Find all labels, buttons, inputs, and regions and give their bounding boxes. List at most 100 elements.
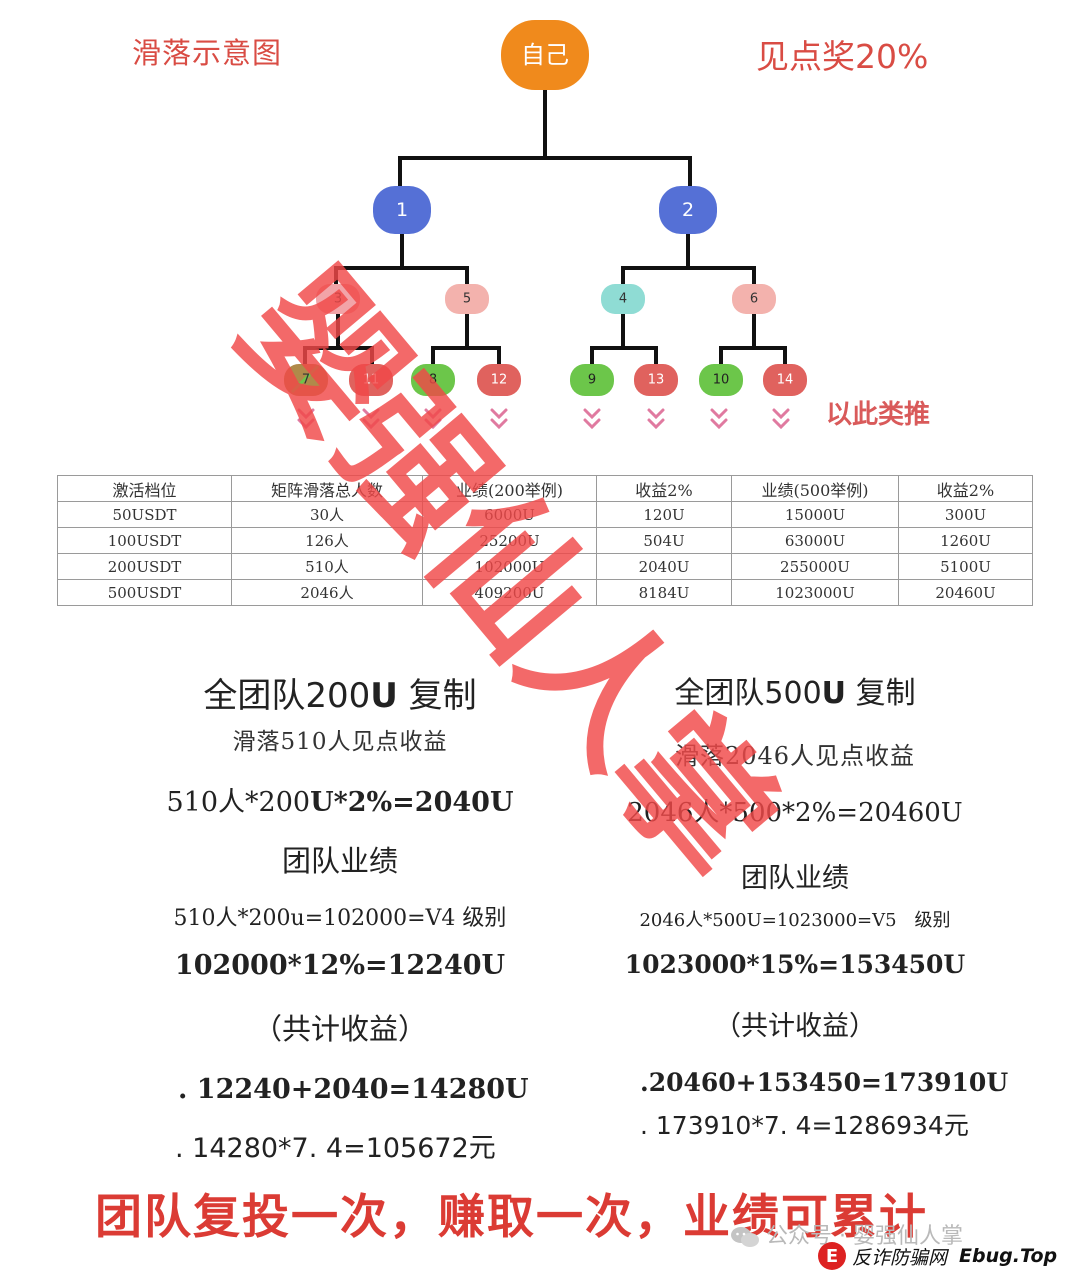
chevron-down-icon (583, 418, 601, 430)
header-volume-200: 业绩(200举例) (422, 475, 597, 502)
reinvest-slogan: 团队复投一次，赚取一次，业绩可累计 (95, 1190, 928, 1245)
reward-label: 见点奖20% (756, 37, 929, 76)
chevron-down-icon (424, 418, 442, 430)
right-heading: 全团队500U 复制 (600, 668, 990, 712)
root-node (501, 20, 589, 90)
table-cell: 30人 (231, 501, 423, 528)
header-income-2pct: 收益2% (596, 475, 732, 502)
left-total-label: （共计收益） (252, 1012, 427, 1046)
footer-logo: E 反诈防骗网 Ebug.Top (818, 1240, 1057, 1272)
node-10-label: 10 (713, 373, 730, 388)
chevron-down-icon (297, 408, 315, 420)
left-formula-1-part-b: U*2%=2040U (310, 787, 514, 818)
table-cell: 126人 (231, 527, 423, 554)
right-team-label: 团队业绩 (741, 863, 849, 894)
header-matrix-total: 矩阵滑落总人数 (231, 475, 423, 502)
left-sum-1: . 12240+2040=14280U (178, 1074, 529, 1105)
node-9-label: 9 (588, 373, 596, 388)
table-cell: 510人 (231, 553, 423, 580)
right-heading-text: 全团队500 (674, 676, 822, 711)
table-row: 100USDT 126人 25200U 504U 63000U 1260U (57, 527, 1033, 554)
right-heading-suffix: 复制 (846, 676, 916, 711)
right-subtitle: 滑落2046人见点收益 (674, 742, 916, 770)
node-14 (763, 364, 807, 396)
node-6-label: 6 (750, 292, 758, 307)
chevron-down-icon (362, 408, 380, 420)
site-domain: Ebug.Top (959, 1245, 1058, 1267)
node-9 (570, 364, 614, 396)
table-cell: 2040U (596, 553, 732, 580)
node-1-label: 1 (396, 199, 408, 221)
left-formula-3: 102000*12%=12240U (174, 950, 506, 981)
and-so-on-label: 以此类推 (826, 400, 931, 430)
left-heading-unit: U (370, 676, 398, 716)
right-formula-3: 1023000*15%=153450U (624, 950, 966, 979)
left-team-label: 团队业绩 (281, 844, 398, 878)
chevron-down-icon (647, 408, 665, 420)
node-12-label: 12 (491, 373, 508, 388)
right-total-label: （共计收益） (714, 1011, 876, 1042)
right-formula-2: 2046人*500U=1023000=V5 级别 (639, 910, 951, 931)
node-6 (732, 284, 776, 314)
table-cell: 6000U (422, 501, 597, 528)
node-3-label: 3 (334, 292, 342, 307)
chevron-down-icon (710, 408, 728, 420)
table-cell: 5100U (898, 553, 1033, 580)
table-cell: 500USDT (57, 579, 232, 606)
right-heading-unit: U (821, 676, 847, 711)
table-cell: 63000U (731, 527, 899, 554)
wechat-account-label: 公众号 · 婴强仙人掌 (730, 1218, 963, 1250)
left-formula-1: 510人*200U*2%=2040U (140, 780, 540, 819)
root-node-label: 自己 (521, 41, 569, 69)
diagram-title: 滑落示意图 (132, 36, 283, 70)
slide-tree-diagram: 自己 1 2 3 5 4 6 7 11 8 12 9 13 10 14 (284, 20, 807, 430)
node-7-label: 7 (302, 373, 310, 388)
table-cell: 1023000U (731, 579, 899, 606)
node-8 (411, 364, 455, 396)
node-4-label: 4 (619, 292, 627, 307)
wechat-icon (731, 1227, 759, 1247)
node-13-label: 13 (648, 373, 665, 388)
header-income-2pct-500: 收益2% (898, 475, 1033, 502)
table-cell: 25200U (422, 527, 597, 554)
right-sum-1: .20460+153450=173910U (640, 1068, 1009, 1097)
chevron-down-icon (362, 418, 380, 430)
table-header-row: 激活档位 矩阵滑落总人数 业绩(200举例) 收益2% 业绩(500举例) 收益… (57, 475, 1033, 502)
table-cell: 100USDT (57, 527, 232, 554)
node-14-label: 14 (777, 373, 794, 388)
wechat-account-name: 公众号 · 婴强仙人掌 (766, 1224, 963, 1249)
right-sum-2: . 173910*7. 4=1286934元 (640, 1111, 969, 1140)
table-cell: 50USDT (57, 501, 232, 528)
chevron-down-icon (772, 418, 790, 430)
left-formula-2: 510人*200u=102000=V4 级别 (173, 906, 507, 931)
header-volume-500: 业绩(500举例) (731, 475, 899, 502)
chevron-down-icon (297, 418, 315, 430)
table-cell: 120U (596, 501, 732, 528)
node-10 (699, 364, 743, 396)
chevron-down-icon (647, 418, 665, 430)
table-row: 500USDT 2046人 409200U 8184U 1023000U 204… (57, 579, 1033, 606)
node-5 (445, 284, 489, 314)
chevron-down-icon (490, 418, 508, 430)
header-activation-tier: 激活档位 (57, 475, 232, 502)
table-cell: 504U (596, 527, 732, 554)
earnings-table: 激活档位 矩阵滑落总人数 业绩(200举例) 收益2% 业绩(500举例) 收益… (57, 475, 1033, 606)
left-sum-2: . 14280*7. 4=105672元 (175, 1133, 496, 1164)
site-name: 反诈防骗网 (852, 1246, 948, 1269)
node-4 (601, 284, 645, 314)
table-cell: 300U (898, 501, 1033, 528)
node-8-label: 8 (429, 373, 437, 388)
node-2-label: 2 (682, 199, 694, 221)
table-cell: 15000U (731, 501, 899, 528)
anti-fraud-logo-icon: E (818, 1242, 846, 1270)
node-1 (373, 186, 431, 234)
node-11-label: 11 (363, 373, 380, 388)
table-cell: 409200U (422, 579, 597, 606)
table-cell: 8184U (596, 579, 732, 606)
node-2 (659, 186, 717, 234)
chevron-down-icon (424, 408, 442, 420)
node-11 (349, 364, 393, 396)
node-3 (316, 284, 360, 314)
node-5-label: 5 (463, 292, 471, 307)
chevron-down-icon (772, 408, 790, 420)
